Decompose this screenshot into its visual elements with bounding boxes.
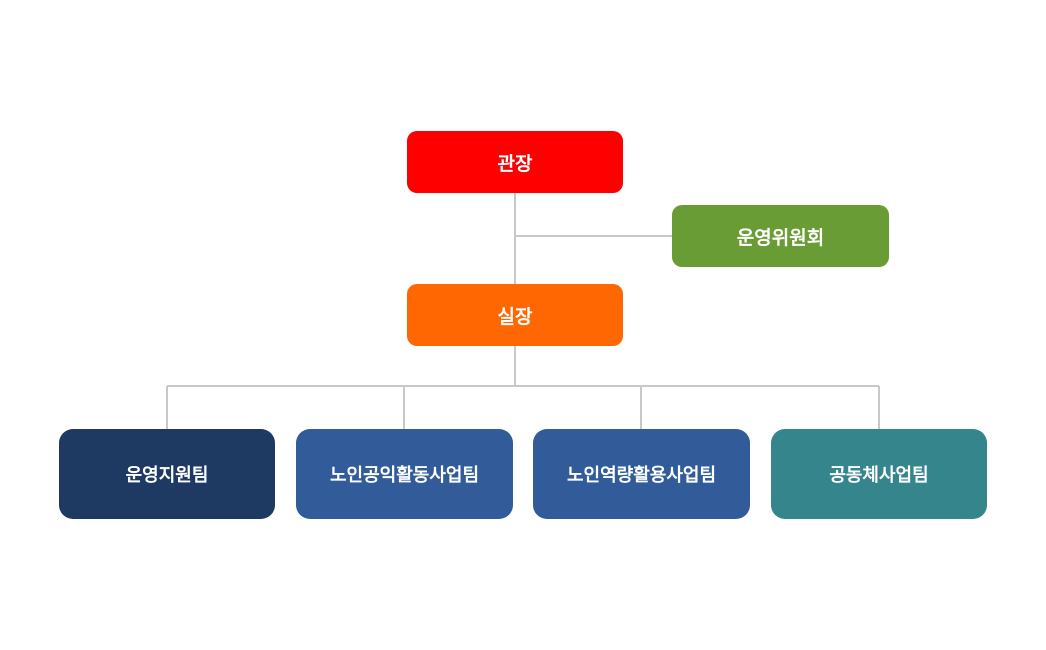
chief-label: 실장 — [497, 305, 533, 328]
team-label: 노인역량활용사업팀 — [566, 465, 717, 486]
team-label: 운영지원팀 — [125, 465, 209, 486]
director-label: 관장 — [497, 152, 533, 175]
team-box-senior-capacity: 노인역량활용사업팀 — [533, 429, 750, 519]
team-box-community-project: 공동체사업팀 — [771, 429, 987, 519]
committee-box: 운영위원회 — [672, 205, 889, 267]
chief-box: 실장 — [407, 284, 623, 346]
director-box: 관장 — [407, 131, 623, 193]
team-box-senior-public-activity: 노인공익활동사업팀 — [296, 429, 513, 519]
committee-label: 운영위원회 — [736, 226, 825, 249]
team-box-operations-support: 운영지원팀 — [59, 429, 275, 519]
team-label: 공동체사업팀 — [829, 465, 929, 486]
team-label: 노인공익활동사업팀 — [329, 465, 480, 486]
